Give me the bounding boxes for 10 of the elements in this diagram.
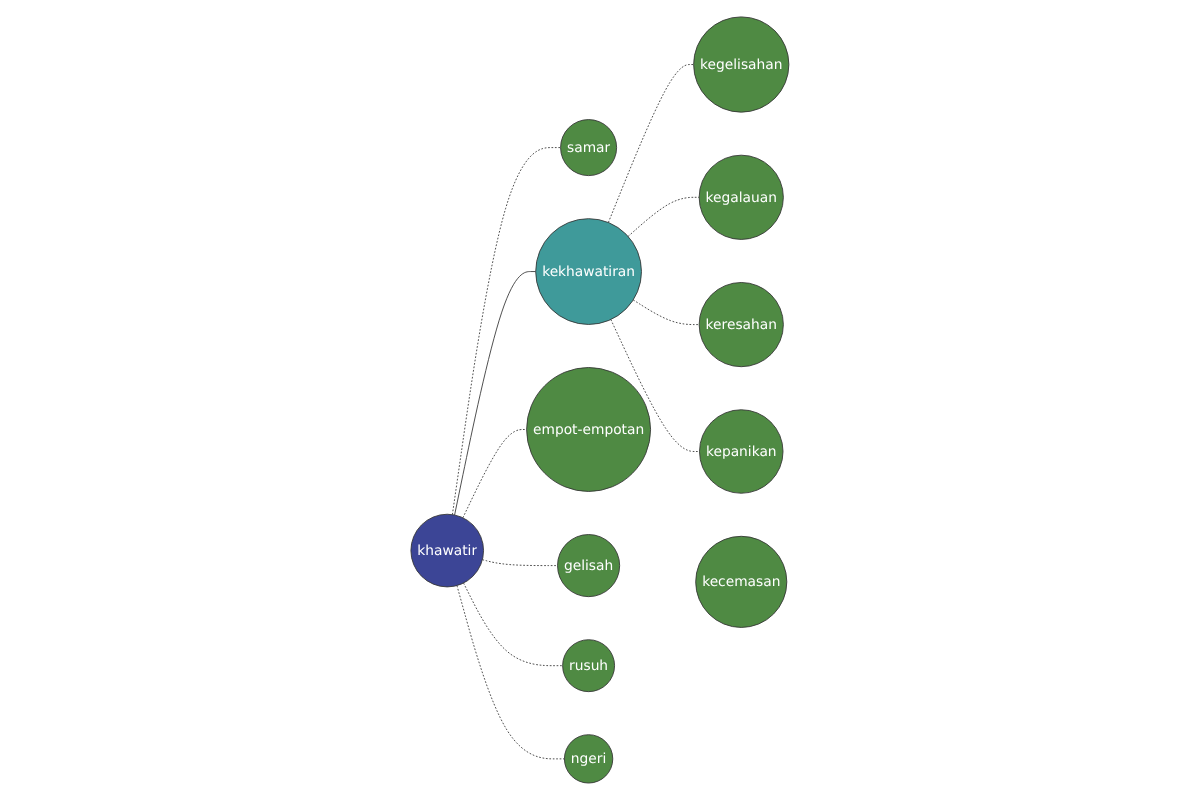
- connector: [456, 585, 565, 760]
- connector: [452, 147, 562, 516]
- connector: [462, 429, 528, 519]
- connector: [610, 319, 700, 452]
- connector: [627, 196, 700, 237]
- connector: [463, 582, 564, 667]
- connector: [608, 64, 695, 223]
- connector: [632, 299, 700, 326]
- connector: [454, 271, 537, 516]
- connector: [482, 559, 559, 567]
